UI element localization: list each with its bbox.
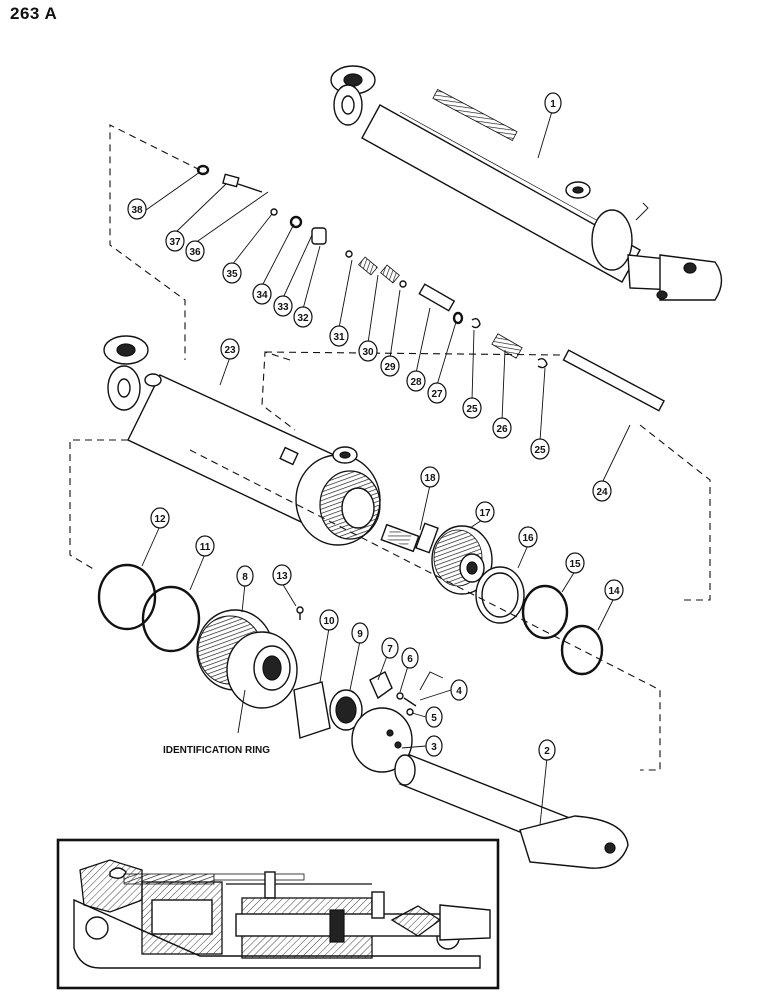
callout-26: 26 [492,417,512,439]
svg-text:9: 9 [357,629,363,640]
callout-leaders [141,107,631,826]
callout-8: 8 [236,565,254,587]
callout-30: 30 [358,340,378,362]
callout-6: 6 [401,647,419,669]
svg-text:38: 38 [131,205,143,216]
callout-17: 17 [475,501,495,523]
svg-text:7: 7 [387,644,393,655]
svg-text:32: 32 [297,313,309,324]
valve-small-parts [196,164,665,412]
identification-ring-leader [237,689,246,734]
svg-text:27: 27 [431,389,443,400]
svg-text:23: 23 [224,345,236,356]
svg-text:28: 28 [410,377,422,388]
callout-31: 31 [329,325,349,347]
svg-text:6: 6 [407,654,413,665]
svg-text:34: 34 [256,290,268,301]
callout-23: 23 [220,338,240,360]
callout-11: 11 [195,535,215,557]
svg-text:33: 33 [277,302,289,313]
svg-text:11: 11 [200,542,211,553]
callout-25a: 25 [462,397,482,419]
svg-text:26: 26 [496,424,508,435]
callout-4: 4 [450,679,468,701]
svg-text:35: 35 [226,269,238,280]
svg-text:30: 30 [362,347,374,358]
cylinder-head [196,606,444,773]
svg-text:4: 4 [456,686,462,697]
callout-25b: 25 [530,438,550,460]
callout-24: 24 [592,480,612,502]
svg-text:16: 16 [522,533,534,544]
svg-text:2: 2 [544,746,550,757]
assembly-guide-lines [69,124,711,771]
callout-9: 9 [351,622,369,644]
svg-text:31: 31 [333,332,345,343]
callout-3: 3 [425,735,443,757]
callout-2: 2 [538,739,556,761]
callout-1: 1 [544,92,562,114]
callout-10: 10 [319,609,339,631]
cutaway-section-view [56,838,500,990]
svg-text:37: 37 [169,237,181,248]
svg-text:5: 5 [431,713,437,724]
callout-16: 16 [518,526,538,548]
svg-text:13: 13 [276,571,288,582]
svg-text:1: 1 [550,99,556,110]
svg-text:36: 36 [189,247,201,258]
svg-text:15: 15 [569,559,581,570]
callout-32: 32 [293,306,313,328]
page-number: 263 A [10,4,58,23]
callout-34: 35 [222,262,242,284]
svg-text:17: 17 [479,508,491,519]
svg-text:14: 14 [608,586,620,597]
callout-18: 18 [420,466,440,488]
callout-38: 38 [127,198,147,220]
callout-7: 7 [381,637,399,659]
callout-29: 29 [380,355,400,377]
svg-text:10: 10 [323,616,335,627]
svg-text:25: 25 [466,404,478,415]
callout-35: 36 [185,240,205,262]
cylinder-barrel [103,335,381,546]
callout-37: 37 [165,230,185,252]
callout-27: 27 [427,382,447,404]
callout-33: 33 [273,295,293,317]
seals-and-rings [97,563,604,676]
svg-text:8: 8 [242,572,248,583]
callout-5: 5 [425,706,443,728]
callout-13: 13 [272,564,292,586]
svg-text:12: 12 [154,514,166,525]
svg-text:18: 18 [424,473,436,484]
piston-assembly [380,522,493,595]
callout-12: 12 [150,507,170,529]
piston-rod [394,754,629,869]
svg-text:25: 25 [534,445,546,456]
identification-ring-label: IDENTIFICATION RING [163,745,270,756]
svg-text:3: 3 [431,742,437,753]
assembled-cylinder [330,65,723,301]
svg-text:29: 29 [384,362,396,373]
svg-text:24: 24 [596,487,608,498]
callout-28: 28 [406,370,426,392]
callout-36: 34 [252,283,272,305]
callout-14: 14 [604,579,624,601]
callout-15: 15 [565,552,585,574]
